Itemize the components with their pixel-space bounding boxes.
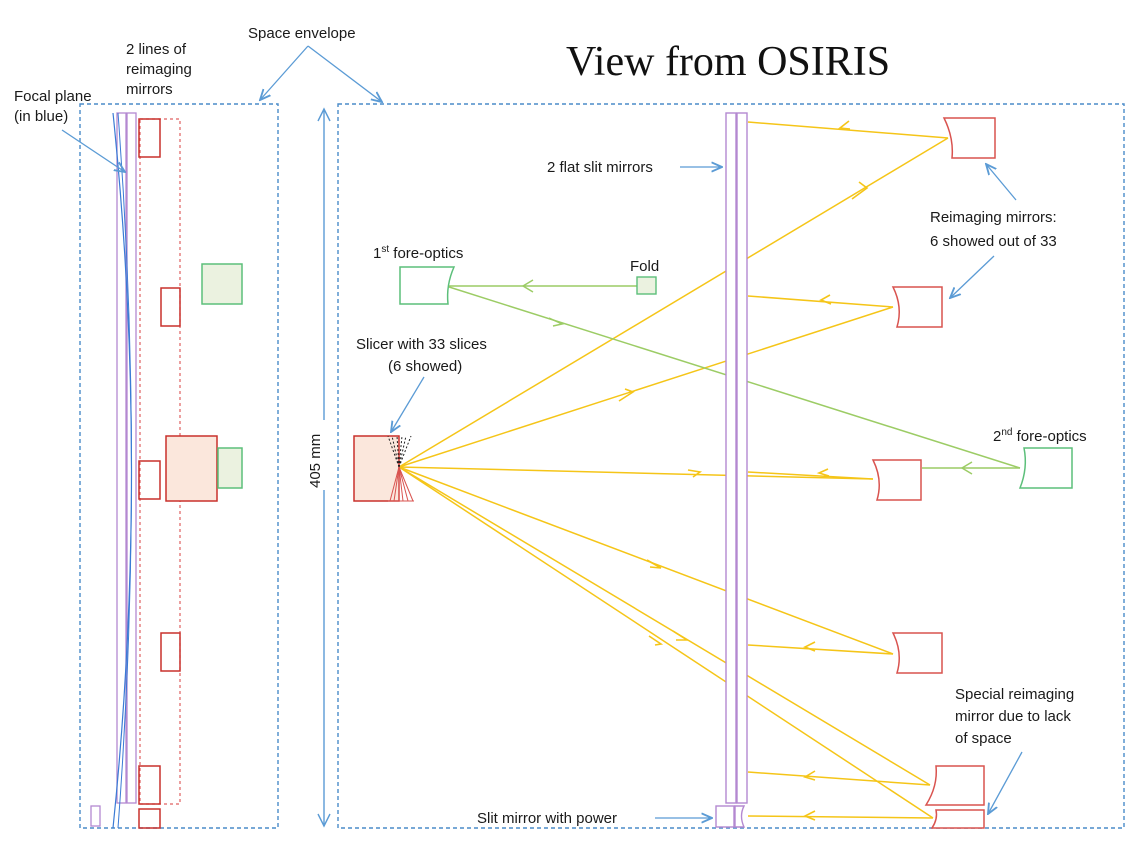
fore-optics-1 — [399, 266, 456, 305]
reimaging-mirror — [942, 117, 996, 159]
focal-plane-label-2: (in blue) — [14, 108, 68, 125]
right-callouts — [391, 164, 1023, 818]
slicer-facets — [388, 466, 414, 502]
yellow-beams — [398, 121, 949, 819]
slit-mirror-power — [715, 805, 735, 828]
fold-mirror — [636, 276, 657, 295]
dimension-label-bg — [306, 420, 326, 490]
slit-strip-left — [116, 112, 127, 804]
side-fore-optics-1 — [201, 263, 243, 305]
slit-mirror-power-label: Slit mirror with power — [477, 810, 617, 827]
slit-power-small — [90, 805, 101, 827]
mirror-lines-label-3: mirrors — [126, 81, 173, 98]
side-view — [90, 112, 243, 829]
left-callouts — [61, 45, 382, 172]
side-mirror — [138, 460, 161, 500]
focal-plane-curve — [112, 112, 133, 829]
reimaging-mirrors-label-1: Reimaging mirrors: — [930, 209, 1057, 226]
reimaging-mirror — [871, 459, 922, 501]
mirror-lines-label-1: 2 lines of — [126, 41, 187, 58]
slit-strip-right — [126, 112, 137, 804]
reimaging-mirror — [891, 286, 943, 328]
page-title: View from OSIRIS — [566, 39, 890, 85]
side-mirror — [138, 765, 161, 805]
fore-optics-2 — [1018, 447, 1073, 489]
dimension-arrow-top — [317, 107, 331, 122]
fore-optics-1-label: 1st fore-optics — [373, 244, 463, 262]
dimension-arrow-bottom — [317, 813, 331, 828]
slicer-label-1: Slicer with 33 slices — [356, 336, 487, 353]
slicer-dashed-rays — [387, 435, 412, 468]
flat-slit-mirror-2 — [736, 112, 748, 804]
special-mirror-label-2: mirror due to lack — [955, 708, 1071, 725]
reimaging-mirrors-label-2: 6 showed out of 33 — [930, 233, 1057, 250]
slicer-label-2: (6 showed) — [388, 358, 462, 375]
left-space-envelope — [79, 103, 279, 829]
reimaging-mirror — [891, 632, 943, 674]
side-mirror — [138, 118, 161, 158]
fore-optics-2-label: 2nd fore-optics — [993, 427, 1087, 445]
side-mirror-special — [138, 808, 161, 829]
fold-label: Fold — [630, 258, 659, 275]
flat-slit-mirror-1 — [725, 112, 737, 804]
side-fore-optics-2 — [217, 447, 243, 489]
side-slicer — [165, 435, 218, 502]
dimension-label: 405 mm — [307, 434, 324, 488]
side-mirror — [160, 632, 181, 672]
yellow-arrowheads — [618, 120, 869, 821]
special-mirror-label-1: Special reimaging — [955, 686, 1074, 703]
special-reimaging-mirror — [924, 765, 985, 806]
reimaging-mirrors — [871, 117, 996, 829]
space-envelope-label: Space envelope — [248, 25, 356, 42]
side-mirror — [160, 287, 181, 327]
slicer — [353, 435, 414, 502]
focal-plane-curve-2 — [117, 112, 132, 829]
focal-plane-label-1: Focal plane — [14, 88, 92, 105]
special-reimaging-mirror-bottom — [930, 809, 985, 829]
slit-mirror-power-curved — [734, 805, 746, 828]
mirror-lines-label-2: reimaging — [126, 61, 192, 78]
special-mirror-label-3: of space — [955, 730, 1012, 747]
flat-slit-mirrors-label: 2 flat slit mirrors — [547, 159, 653, 176]
right-space-envelope — [337, 103, 1125, 829]
